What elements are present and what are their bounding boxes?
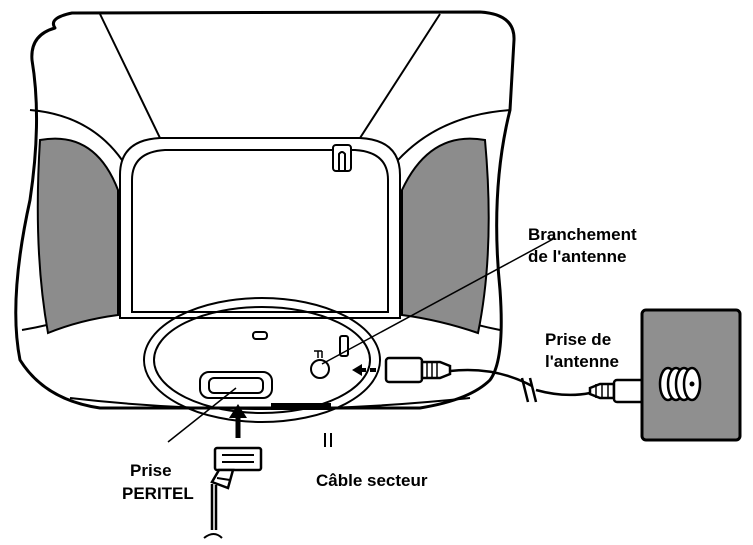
antenna-cable <box>449 368 591 397</box>
base-ledge <box>69 397 471 410</box>
label-antenna-socket-line1: Prise de <box>545 330 611 349</box>
tv-panels <box>21 13 511 410</box>
scart-plug <box>203 404 263 539</box>
front-recess <box>119 137 401 319</box>
right-side-curve <box>397 109 511 161</box>
cable-break-mark <box>520 377 538 403</box>
right-speaker-grille <box>401 137 490 335</box>
top-panel-left-edge <box>99 13 161 139</box>
label-antenna-connection-line1: Branchement <box>528 225 637 244</box>
label-antenna-connection-line2: de l'antenne <box>528 247 627 266</box>
leader-scart <box>167 387 237 443</box>
power-cable-stub <box>271 403 332 447</box>
left-speaker-grille <box>36 137 119 335</box>
connector-panel-inner <box>153 306 371 414</box>
connector-panel <box>143 297 381 423</box>
top-latch <box>332 144 352 172</box>
tv-antenna-plug <box>384 356 424 384</box>
connector-panel-outer <box>143 297 381 423</box>
small-slot <box>252 331 268 340</box>
tv-antenna-socket <box>310 335 349 379</box>
scart-socket <box>199 371 273 399</box>
label-power-cable: Câble secteur <box>316 471 428 490</box>
label-antenna-socket-line2: l'antenne <box>545 352 619 371</box>
leader-lines <box>167 237 556 443</box>
front-recess-inner <box>131 149 389 313</box>
label-scart-line1: Prise <box>130 461 172 480</box>
leader-antenna-connection <box>321 237 556 365</box>
top-panel-right-edge <box>359 13 441 139</box>
scart-cable <box>210 484 218 530</box>
antenna-symbol-icon <box>314 350 323 358</box>
scart-plug-head <box>213 446 263 472</box>
wall-antenna-outlet <box>640 308 742 442</box>
left-side-curve <box>29 109 123 161</box>
label-scart-line2: PERITEL <box>122 484 194 503</box>
